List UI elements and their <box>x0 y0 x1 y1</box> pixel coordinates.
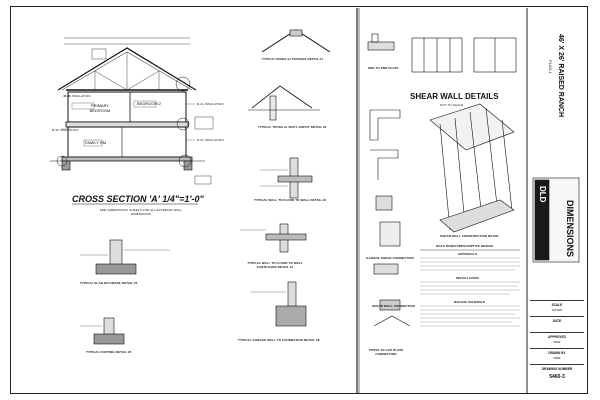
tb-field-scale: SCALE NOTED <box>530 300 584 317</box>
cross-section-title: CROSS SECTION 'A' 1/4"=1'-0" <box>72 194 204 204</box>
insulation-note-4: R-21 INSULATION <box>197 138 224 142</box>
tb-field-drawn-by-label: DRAWN BY <box>548 351 566 355</box>
detail-caption-2: TYPICAL TRUSS w/ VINYL SOFFIT DETAIL #2 <box>258 125 327 129</box>
tb-field-scale-value: NOTED <box>551 308 563 312</box>
tb-field-drawing-number-value: 5460-3 <box>549 374 565 380</box>
notes-title-approvals: APPROVALS <box>458 252 478 256</box>
tb-field-drawing-number-label: DRAWING NUMBER <box>541 367 573 371</box>
title-block-frame <box>532 177 580 263</box>
tb-field-scale-label: SCALE <box>551 303 563 307</box>
room-label-primary: PRIMARY BEDROOM <box>89 103 111 113</box>
notes-title-installation: INSTALLATION <box>456 276 479 280</box>
shear-wall-drawings <box>367 33 520 327</box>
tb-field-approved: APPROVED DWE <box>530 332 584 349</box>
detail-caption-1: TYPICAL RIDGE w/ TRUSSES DETAIL #1 <box>262 57 324 61</box>
insulation-note-2: R-21 INSULATION <box>197 102 224 106</box>
shear-wall-title: SHEAR WALL DETAILS <box>410 92 499 101</box>
firm-logo: DLD <box>538 186 547 203</box>
not-to-scale-label: NOT TO SCALE <box>440 103 464 107</box>
notes-title-nailing: NAILING SCHEDULE <box>454 300 486 304</box>
notes-title-hold-down: HOLD DOWN PRESCRIPTIVE DESIGN <box>436 244 493 248</box>
tb-field-date-label: DATE <box>552 319 562 323</box>
tb-field-drawn-by: DRAWN BY DWE <box>530 348 584 365</box>
center-details <box>240 29 331 327</box>
cross-section-drawing <box>50 37 214 185</box>
rp-detail-garage-shear: GARAGE SHEAR CONNECTION <box>366 256 414 260</box>
detail-caption-3: TYPICAL WALL TO FLOOR TO WALL DETAIL #3 <box>254 198 327 202</box>
tb-field-date: DATE <box>530 316 584 333</box>
insulation-note-3: R-30 INSULATION <box>52 128 79 132</box>
cross-section-note: SEE 'DIMENSIONS' SHEETS FOR ALL EXTERIOR… <box>99 208 183 216</box>
detail-caption-6: TYPICAL FOOTING DETAIL #6 <box>86 350 132 354</box>
tb-field-approved-value: DWE <box>553 340 561 344</box>
rp-detail-truss-cap: TRUSS TO CAP PLATE CONNECTION <box>368 348 404 356</box>
project-subtitle: PLAN 1 <box>548 60 553 74</box>
left-bottom-details <box>80 239 170 345</box>
project-title: 46' X 26' RAISED RANCH <box>557 34 564 118</box>
detail-caption-4: TYPICAL WALL TO FLOOR TO WALL CANTILEVER… <box>247 261 303 269</box>
tb-field-drawing-number: DRAWING NUMBER 5460-3 <box>530 364 584 389</box>
detail-caption-5: TYPICAL SLAB ON GRADE DETAIL #5 <box>80 281 138 285</box>
tb-field-approved-label: APPROVED <box>548 335 566 339</box>
firm-name: DIMENSIONS <box>565 200 575 258</box>
room-label-bedroom-2: BEDROOM 2 <box>137 101 162 106</box>
tb-field-drawn-by-value: DWE <box>553 356 561 360</box>
rp-detail-shear-connection: SHEAR WALL CONNECTION <box>372 304 415 308</box>
detail-caption-8: TYPICAL GARAGE WALL TO FOUNDATION DETAIL… <box>238 338 320 342</box>
room-label-family: FAMILY RM <box>85 140 107 145</box>
rp-detail-end-plate: END TO END PLATE <box>368 66 399 70</box>
insulation-note-1: R-49 INSULATION <box>64 94 91 98</box>
rp-detail-shear-construction: SHEAR WALL CONSTRUCTION DETAIL <box>440 234 500 238</box>
